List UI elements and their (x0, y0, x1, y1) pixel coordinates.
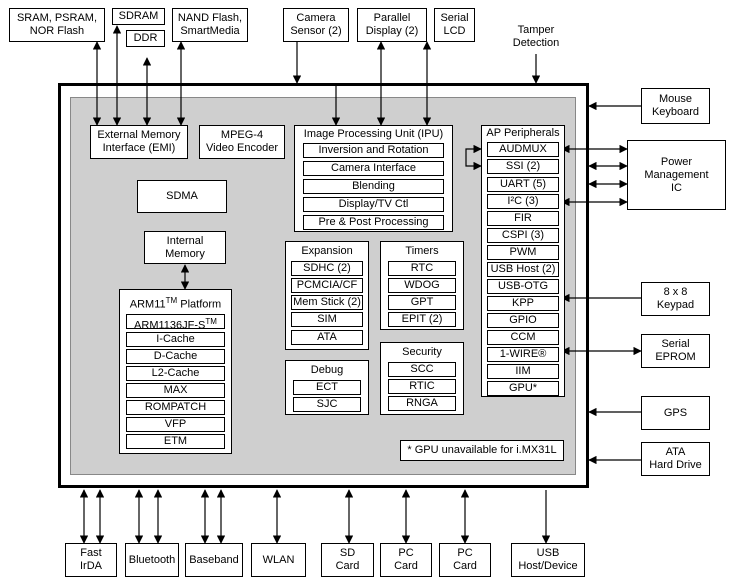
security-item: RTIC (388, 379, 456, 394)
ddr-box: DDR (126, 30, 165, 47)
ap-item: CCM (487, 330, 559, 345)
ap-item: IIM (487, 364, 559, 379)
timers-title: Timers (405, 245, 439, 257)
gpu-footnote: * GPU unavailable for i.MX31L (400, 440, 564, 461)
expansion-item: Mem Stick (2) (291, 295, 363, 310)
timers-item: WDOG (388, 278, 456, 293)
wlan-box: WLAN (251, 543, 306, 577)
timers-item: EPIT (2) (388, 312, 456, 327)
arm-item: MAX (126, 383, 225, 398)
ap-item: GPIO (487, 313, 559, 328)
ap-item: USB-OTG (487, 279, 559, 294)
timers-item: GPT (388, 295, 456, 310)
expansion-title: Expansion (301, 245, 353, 257)
sdram-box: SDRAM (112, 8, 165, 25)
timers-group: Timers RTC WDOG GPT EPIT (2) (380, 241, 464, 330)
security-item: RNGA (388, 396, 456, 411)
sram-nor-flash-box: SRAM, PSRAM, NOR Flash (9, 8, 105, 42)
mpeg4-encoder-block: MPEG-4 Video Encoder (199, 125, 285, 159)
pc-card-box-1: PC Card (380, 543, 432, 577)
ap-item: UART (5) (487, 177, 559, 192)
mouse-keyboard-box: Mouse Keyboard (641, 88, 710, 124)
ap-item: GPU* (487, 381, 559, 396)
expansion-group: Expansion SDHC (2) PCMCIA/CF Mem Stick (… (285, 241, 369, 350)
ap-peripherals-title: AP Peripherals (486, 127, 560, 139)
ap-item: KPP (487, 296, 559, 311)
ap-item: FIR (487, 211, 559, 226)
expansion-item: SIM (291, 312, 363, 327)
debug-group: Debug ECT SJC (285, 360, 369, 415)
fast-irda-box: Fast IrDA (65, 543, 117, 577)
gps-box: GPS (641, 396, 710, 430)
ipu-item: Pre & Post Processing (303, 215, 444, 230)
expansion-item: SDHC (2) (291, 261, 363, 276)
keypad-box: 8 x 8 Keypad (641, 282, 710, 316)
arm11-title: ARM11TM Platform (129, 296, 222, 311)
sdma-block: SDMA (137, 180, 227, 213)
arm-item: D-Cache (126, 349, 225, 364)
expansion-item: PCMCIA/CF (291, 278, 363, 293)
arm1136-core: ARM1136JF-STM (126, 314, 225, 332)
debug-item: SJC (293, 397, 361, 412)
ipu-title: Image Processing Unit (IPU) (303, 128, 444, 140)
power-management-ic-box: Power Management IC (627, 140, 726, 210)
ap-item: AUDMUX (487, 142, 559, 157)
arm-item: I-Cache (126, 332, 225, 347)
emi-block: External Memory Interface (EMI) (90, 125, 188, 159)
timers-item: RTC (388, 261, 456, 276)
ipu-item: Blending (303, 179, 444, 194)
arm-item: VFP (126, 417, 225, 432)
baseband-box: Baseband (185, 543, 243, 577)
tamper-detection-label: Tamper Detection (512, 24, 560, 49)
nand-flash-box: NAND Flash, SmartMedia (172, 8, 248, 42)
pc-card-box-2: PC Card (439, 543, 491, 577)
usb-host-device-box: USB Host/Device (511, 543, 585, 577)
ap-item: 1-WIRE® (487, 347, 559, 362)
ipu-item: Inversion and Rotation (303, 143, 444, 158)
ipu-item: Camera Interface (303, 161, 444, 176)
ap-item: USB Host (2) (487, 262, 559, 277)
ap-item: PWM (487, 245, 559, 260)
debug-title: Debug (310, 364, 344, 376)
internal-memory-block: Internal Memory (144, 231, 226, 264)
security-group: Security SCC RTIC RNGA (380, 342, 464, 415)
arm-item: ETM (126, 434, 225, 449)
security-title: Security (402, 346, 442, 358)
ap-item: SSI (2) (487, 159, 559, 174)
ap-item: CSPI (3) (487, 228, 559, 243)
ipu-item: Display/TV Ctl (303, 197, 444, 212)
debug-item: ECT (293, 380, 361, 395)
ap-peripherals-group: AP Peripherals AUDMUX SSI (2) UART (5) I… (481, 125, 565, 397)
ata-hard-drive-box: ATA Hard Drive (641, 442, 710, 476)
sd-card-box: SD Card (321, 543, 374, 577)
bluetooth-box: Bluetooth (125, 543, 179, 577)
arm-item: ROMPATCH (126, 400, 225, 415)
arm-item: L2-Cache (126, 366, 225, 381)
ap-item: I²C (3) (487, 194, 559, 209)
security-item: SCC (388, 362, 456, 377)
ipu-group: Image Processing Unit (IPU) Inversion an… (294, 125, 453, 232)
serial-lcd-box: Serial LCD (434, 8, 475, 42)
camera-sensor-box: Camera Sensor (2) (283, 8, 349, 42)
parallel-display-box: Parallel Display (2) (357, 8, 427, 42)
expansion-item: ATA (291, 330, 363, 345)
arm11-platform-group: ARM11TM Platform ARM1136JF-STM I-Cache D… (119, 289, 232, 454)
serial-eprom-box: Serial EPROM (641, 334, 710, 368)
